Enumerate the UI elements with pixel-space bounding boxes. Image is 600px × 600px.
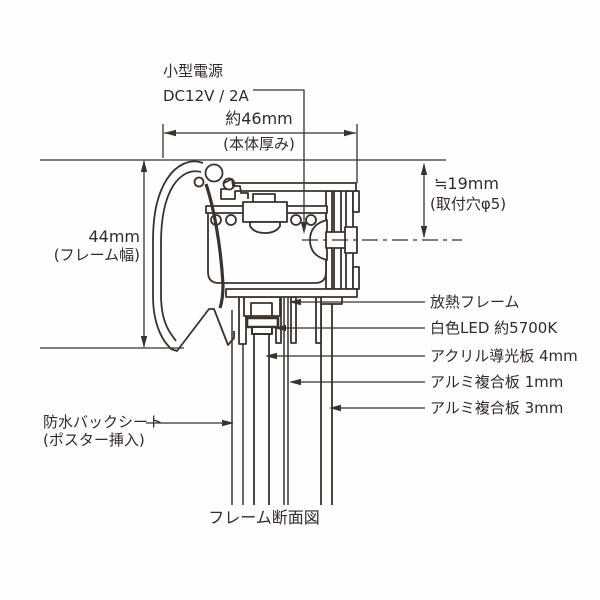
leader-lines <box>146 90 425 423</box>
frame-body <box>206 183 359 297</box>
back-sheet-label-line1: 防水バックシート <box>43 413 164 431</box>
roller-4 <box>306 215 316 225</box>
dim46-arrow-left <box>164 129 176 137</box>
reference-lines <box>40 124 446 348</box>
wall-stub-top <box>353 191 359 212</box>
heatsink-arrow <box>289 298 301 306</box>
frame-width-value: 44mm <box>88 227 140 246</box>
power-supply-label-line1: 小型電源 <box>163 62 224 80</box>
dim19-arrow-bottom <box>420 226 428 238</box>
layer-label-lightguide: アクリル導光板 4mm <box>430 347 578 365</box>
backsheet-arrow <box>222 419 234 427</box>
layer-label-alu1mm: アルミ複合板 1mm <box>430 373 564 391</box>
body-thickness-value: 約46mm <box>225 109 293 128</box>
clip-staircase <box>224 179 248 199</box>
power-supply-cavity <box>208 211 326 283</box>
led-strip <box>247 318 278 327</box>
roller-3 <box>291 215 301 225</box>
hinge-detail-a <box>195 178 204 187</box>
dimension-arrowheads <box>140 129 428 348</box>
mounting-hole-value: ≒19mm <box>434 174 499 193</box>
alu1mm-arrow <box>289 378 301 386</box>
spring-curve <box>206 184 223 308</box>
power-leader <box>253 90 304 226</box>
mounting-hole-note: (取付穴φ5) <box>430 195 507 213</box>
lightguide-arrow <box>265 352 277 360</box>
led-housing-step <box>251 303 272 316</box>
led-chip <box>252 327 272 334</box>
dim46-arrow-right <box>344 129 356 137</box>
front-frame-profile <box>153 161 248 351</box>
profile-inner-edge <box>161 171 201 341</box>
hinge-knob <box>206 165 223 182</box>
frame-width-note: (フレーム幅) <box>53 246 140 264</box>
layer-label-led: 白色LED 約5700K <box>430 319 558 337</box>
wall-stub-bottom <box>353 267 359 289</box>
roller-2 <box>226 215 236 225</box>
body-top-plate <box>221 183 356 199</box>
layer-label-alu3mm: アルミ複合板 3mm <box>430 399 564 417</box>
dim44-arrow-bottom <box>140 336 148 348</box>
diagram-caption: フレーム断面図 <box>208 508 320 527</box>
power-supply-label-line2: DC12V / 2A <box>163 87 249 105</box>
dim19-arrow-top <box>420 163 428 175</box>
center-block-dome <box>250 222 280 233</box>
bottom-rail <box>226 289 357 297</box>
center-block <box>243 202 287 222</box>
back-sheet-label-line2: (ポスター挿入) <box>43 431 145 449</box>
layer-label-heatsink: 放熱フレーム <box>430 293 520 311</box>
leader-arrowheads <box>222 222 341 427</box>
led-housing <box>244 297 280 316</box>
led-arrow <box>274 324 286 332</box>
alu3mm-arrow <box>329 404 341 412</box>
hanger-mid-b <box>291 297 296 343</box>
profile-outer-edge <box>153 161 234 351</box>
body-thickness-note: (本体厚み) <box>223 135 295 153</box>
power-arrow <box>300 222 308 234</box>
dim44-arrow-top <box>140 160 148 172</box>
dimension-lines <box>144 133 424 347</box>
hanger-right <box>316 297 321 343</box>
